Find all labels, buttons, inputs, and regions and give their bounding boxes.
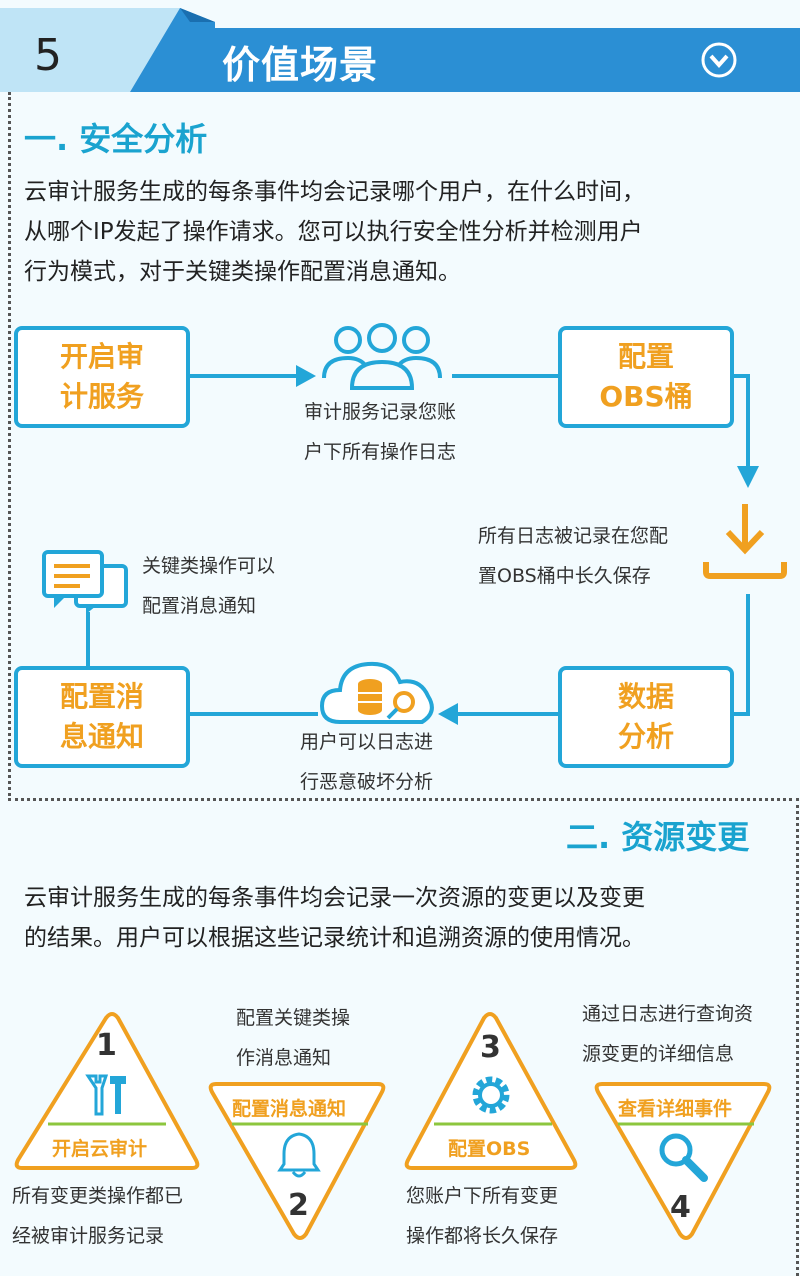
step1-label: 开启云审计 xyxy=(52,1138,148,1160)
box-text: 计服务 xyxy=(59,380,144,413)
cloud-caption: 用户可以日志进 行恶意破坏分析 xyxy=(300,722,433,802)
section-border-top xyxy=(8,92,799,801)
section2-paragraph: 云审计服务生成的每条事件均会记录一次资源的变更以及变更 的结果。用户可以根据这些… xyxy=(24,878,645,958)
caption-line: 源变更的详细信息 xyxy=(582,1043,735,1065)
box-text: OBS桶 xyxy=(599,380,693,413)
caption-line: 所有日志被记录在您配 xyxy=(478,525,669,547)
caption-line: 所有变更类操作都已 xyxy=(12,1185,184,1207)
paragraph-line: 的结果。用户可以根据这些记录统计和追溯资源的使用情况。 xyxy=(24,925,645,951)
data-analysis-box: 数据分析 xyxy=(558,666,734,768)
caption-line: 配置关键类操 xyxy=(236,1007,351,1029)
caption-line: 经被审计服务记录 xyxy=(12,1225,165,1247)
paragraph-line: 云审计服务生成的每条事件均会记录一次资源的变更以及变更 xyxy=(24,885,645,911)
caption-line: 作消息通知 xyxy=(236,1047,332,1069)
step4-label: 查看详细事件 xyxy=(618,1098,733,1120)
users-caption: 审计服务记录您账 户下所有操作日志 xyxy=(304,392,456,472)
step4-number: 4 xyxy=(670,1190,691,1225)
section2-title: 二. 资源变更 xyxy=(566,818,750,856)
caption-line: 用户可以日志进 xyxy=(300,731,434,753)
paragraph-line: 从哪个IP发起了操作请求。您可以执行安全性分析并检测用户 xyxy=(24,219,643,245)
gear-icon xyxy=(472,1076,510,1114)
step3-label: 配置OBS xyxy=(448,1138,531,1160)
tools-icon xyxy=(85,1074,126,1116)
caption-line: 操作都将长久保存 xyxy=(406,1225,559,1247)
box-text: 分析 xyxy=(617,720,674,753)
caption-line: 审计服务记录您账 xyxy=(304,401,457,423)
users-icon xyxy=(322,323,442,390)
step2-number: 2 xyxy=(288,1188,309,1223)
step2-caption: 配置关键类操 作消息通知 xyxy=(236,998,350,1078)
step1-number: 1 xyxy=(96,1028,117,1063)
box-text: 配置 xyxy=(617,340,674,373)
step2-label: 配置消息通知 xyxy=(232,1098,347,1120)
section1-paragraph: 云审计服务生成的每条事件均会记录哪个用户，在什么时间， 从哪个IP发起了操作请求… xyxy=(24,172,645,292)
notify-caption: 关键类操作可以 配置消息通知 xyxy=(142,546,275,626)
box-text: 开启审 xyxy=(59,340,144,373)
paragraph-line: 云审计服务生成的每条事件均会记录哪个用户，在什么时间， xyxy=(24,179,645,205)
caption-line: 行恶意破坏分析 xyxy=(300,771,434,793)
section1-title: 一. 安全分析 xyxy=(24,120,208,158)
chevron-down-circle-icon[interactable] xyxy=(700,41,738,79)
magnifier-icon xyxy=(659,1133,708,1182)
header-banner xyxy=(0,8,800,92)
caption-line: 通过日志进行查询资 xyxy=(582,1003,754,1025)
box-text: 息通知 xyxy=(59,720,144,753)
enable-audit-box: 开启审计服务 xyxy=(14,326,190,428)
page-title: 价值场景 xyxy=(222,43,379,87)
chat-bubbles-icon xyxy=(42,550,128,614)
step3-caption: 您账户下所有变更 操作都将长久保存 xyxy=(406,1176,558,1256)
store-caption: 所有日志被记录在您配 置OBS桶中长久保存 xyxy=(478,516,668,596)
configure-notify-box: 配置消息通知 xyxy=(14,666,190,768)
caption-line: 配置消息通知 xyxy=(142,595,257,617)
caption-line: 您账户下所有变更 xyxy=(406,1185,559,1207)
caption-line: 户下所有操作日志 xyxy=(304,441,457,463)
bell-icon xyxy=(277,1132,321,1178)
box-text: 数据 xyxy=(617,680,674,713)
configure-obs-box: 配置 OBS桶 xyxy=(558,326,734,428)
caption-line: 置OBS桶中长久保存 xyxy=(478,565,651,587)
cloud-database-icon xyxy=(319,661,434,724)
download-tray-icon xyxy=(703,504,787,579)
step4-caption: 通过日志进行查询资 源变更的详细信息 xyxy=(582,994,753,1074)
paragraph-line: 行为模式，对于关键类操作配置消息通知。 xyxy=(24,259,461,285)
step3-number: 3 xyxy=(480,1030,501,1065)
box-text: 配置消 xyxy=(59,680,144,713)
section-number: 5 xyxy=(34,30,62,81)
step1-caption: 所有变更类操作都已 经被审计服务记录 xyxy=(12,1176,183,1256)
caption-line: 关键类操作可以 xyxy=(142,555,276,577)
section-border-bottom xyxy=(8,798,799,1276)
